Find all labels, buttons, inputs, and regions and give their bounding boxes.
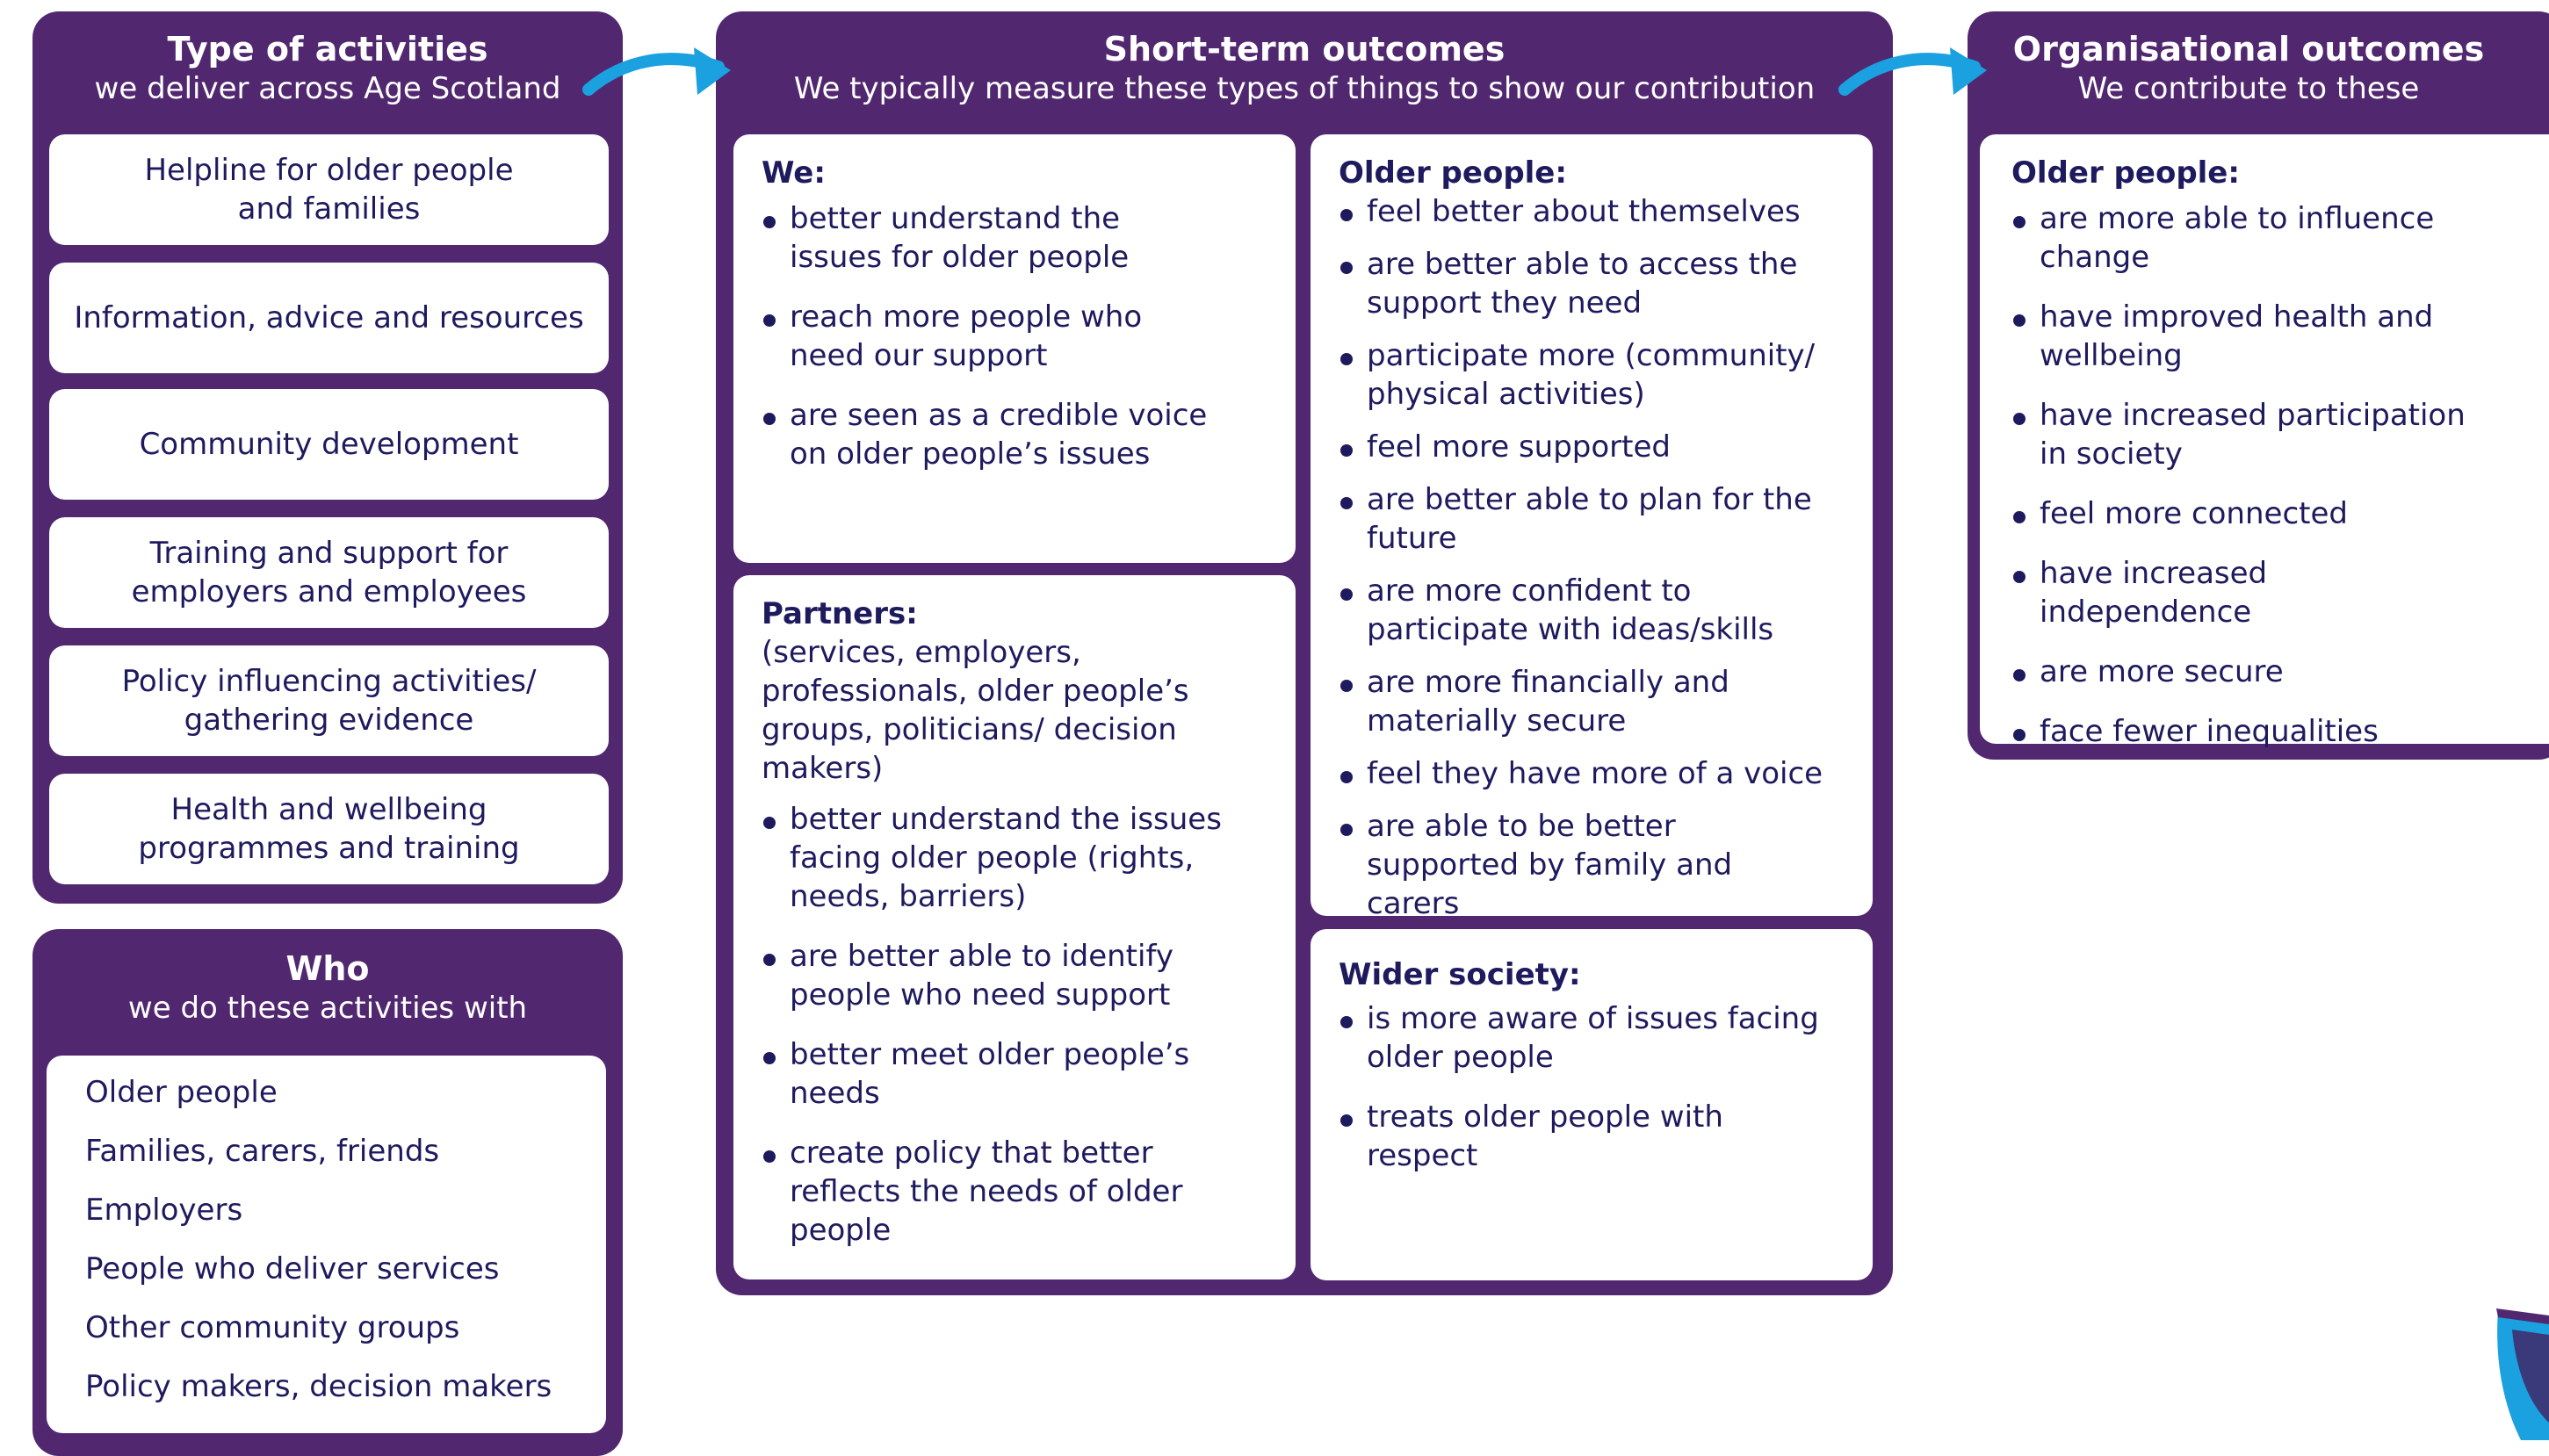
activity-label: Information, advice and resources [74, 300, 584, 335]
activity-label: Helpline for older people and families [144, 153, 514, 227]
wider-society-title: Wider society: [1339, 957, 1581, 992]
who-item: Employers [85, 1193, 243, 1228]
who-subtitle: we do these activities with [127, 991, 528, 1026]
activity-label: Policy influencing activities/ gathering… [121, 664, 537, 738]
activities-subtitle: we deliver across Age Scotland [94, 71, 561, 106]
older-people-item: feel more supported [1339, 428, 1831, 466]
short-term-title: Short-term outcomes [1103, 30, 1506, 68]
we-item: reach more people who need our support [762, 298, 1218, 375]
older-people-item: are more confident to participate with i… [1339, 572, 1831, 649]
short-term-subtitle: We typically measure these types of thin… [793, 71, 1816, 106]
older-people-item: are able to be better supported by famil… [1339, 807, 1831, 923]
older-people-item: are better able to access the support th… [1339, 245, 1831, 322]
organisational-subtitle: We contribute to these [2077, 71, 2420, 106]
activities-title: Type of activities [167, 30, 488, 68]
activity-card: Information, advice and resources [49, 263, 609, 373]
older-people-list: feel better about themselves are better … [1339, 192, 1831, 923]
older-people-item: participate more (community/ physical ac… [1339, 336, 1831, 414]
organisational-older-people-title: Older people: [2011, 155, 2240, 191]
we-item: better understand the issues for older p… [762, 199, 1218, 277]
activity-card: Community development [49, 389, 609, 500]
partners-card: Partners: (services, employers, professi… [733, 575, 1296, 1279]
partners-item: create policy that better reflects the n… [762, 1134, 1253, 1250]
activity-label: Training and support for employers and e… [131, 536, 527, 609]
older-people-item: feel better about themselves [1339, 192, 1831, 231]
short-term-panel: Short-term outcomes We typically measure… [716, 11, 1893, 1295]
organisational-title: Organisational outcomes [2012, 30, 2485, 68]
we-list: better understand the issues for older p… [762, 199, 1218, 473]
organisational-item: have increased participation in society [2011, 396, 2486, 473]
older-people-title: Older people: [1339, 155, 1567, 191]
partners-list: better understand the issues facing olde… [762, 800, 1253, 1250]
organisational-panel: Organisational outcomes We contribute to… [1968, 11, 2549, 760]
short-term-header: Short-term outcomes We typically measure… [716, 29, 1893, 108]
wider-society-card: Wider society: is more aware of issues f… [1311, 929, 1873, 1280]
partners-item: better meet older people’s needs [762, 1035, 1253, 1113]
who-item: Families, carers, friends [85, 1134, 440, 1169]
who-panel: Who we do these activities with Older pe… [32, 929, 623, 1456]
organisational-list: are more able to influence change have i… [2011, 199, 2486, 751]
partners-item: are better able to identify people who n… [762, 937, 1253, 1014]
organisational-item: feel more connected [2011, 494, 2486, 533]
older-people-item: feel they have more of a voice [1339, 754, 1831, 793]
organisational-item: face fewer inequalities [2011, 712, 2486, 751]
activity-card: Helpline for older people and families [49, 134, 609, 245]
decorative-figure-icon [2496, 1308, 2549, 1440]
partners-description: (services, employers, professionals, old… [762, 635, 1189, 786]
wider-society-item: is more aware of issues facing older peo… [1339, 999, 1839, 1077]
partners-item: better understand the issues facing olde… [762, 800, 1253, 916]
who-header: Who we do these activities with [32, 948, 623, 1027]
older-people-item: are better able to plan for the future [1339, 480, 1831, 558]
wider-society-item: treats older people with respect [1339, 1098, 1839, 1175]
who-card: Older people Families, carers, friends E… [47, 1056, 606, 1433]
activities-panel: Type of activities we deliver across Age… [32, 11, 623, 904]
activity-card: Health and wellbeing programmes and trai… [49, 774, 609, 884]
who-title: Who [285, 949, 370, 988]
flow-arrow-icon [1838, 47, 1987, 96]
activity-card: Policy influencing activities/ gathering… [49, 645, 609, 756]
organisational-item: have improved health and wellbeing [2011, 298, 2486, 375]
we-item: are seen as a credible voice on older pe… [762, 396, 1218, 473]
organisational-item: are more secure [2011, 652, 2486, 691]
organisational-item: have increased independence [2011, 554, 2486, 631]
who-item: Policy makers, decision makers [85, 1369, 552, 1404]
activity-label: Health and wellbeing programmes and trai… [138, 792, 520, 866]
activity-card: Training and support for employers and e… [49, 517, 609, 628]
organisational-item: are more able to influence change [2011, 199, 2486, 277]
who-list: Older people Families, carers, friends E… [85, 1073, 606, 1406]
organisational-header: Organisational outcomes We contribute to… [1968, 29, 2530, 108]
partners-title: Partners: [762, 596, 918, 631]
who-item: People who deliver services [85, 1251, 500, 1287]
who-item: Other community groups [85, 1310, 460, 1345]
wider-society-list: is more aware of issues facing older peo… [1339, 999, 1839, 1175]
organisational-card: Older people: are more able to influence… [1980, 134, 2549, 749]
who-item: Older people [85, 1075, 278, 1110]
we-title: We: [762, 155, 826, 191]
we-card: We: better understand the issues for old… [733, 134, 1296, 563]
older-people-item: are more financially and materially secu… [1339, 663, 1831, 740]
activities-header: Type of activities we deliver across Age… [32, 29, 623, 108]
older-people-card: Older people: feel better about themselv… [1311, 134, 1873, 921]
flow-arrow-icon [582, 47, 731, 96]
activity-label: Community development [139, 427, 519, 462]
